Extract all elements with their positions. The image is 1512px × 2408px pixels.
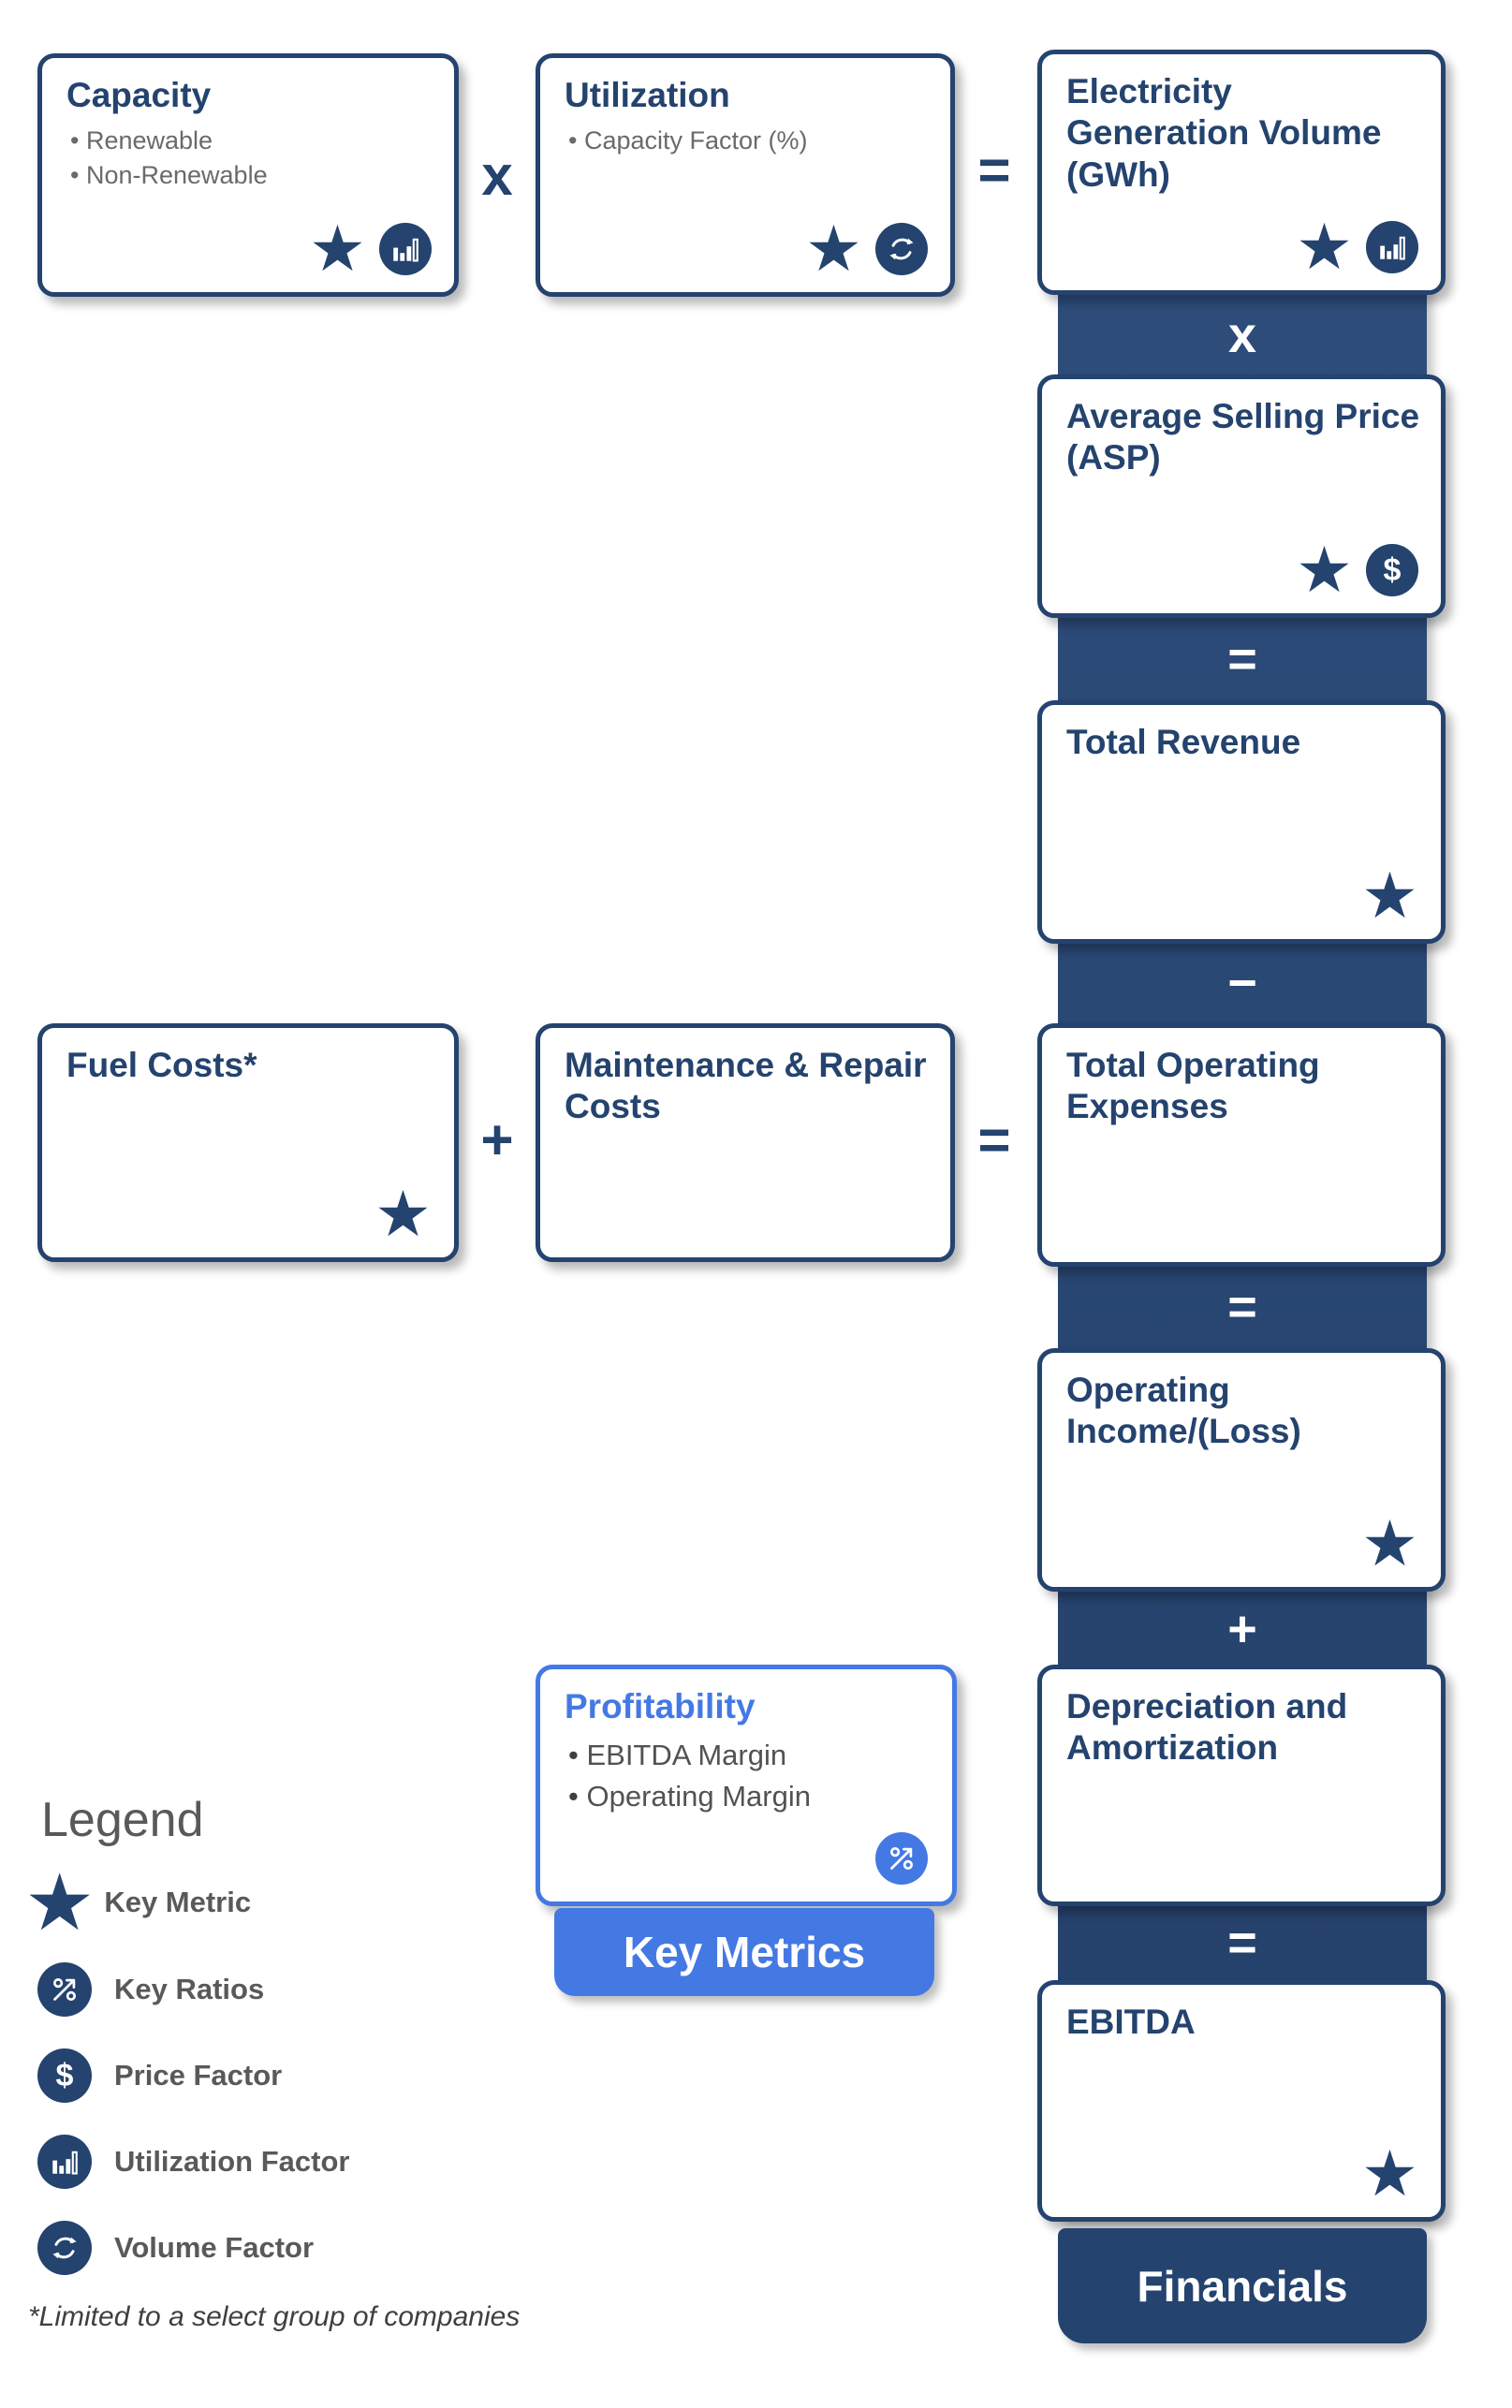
operator-equals: = — [1227, 1915, 1257, 1971]
bullet-item: Capacity Factor (%) — [568, 124, 932, 157]
cycle-icon — [37, 2221, 92, 2275]
key-metric-star-icon: ★ — [805, 213, 862, 285]
key-metric-star-icon: ★ — [374, 1179, 432, 1250]
box-average-selling-price: Average Selling Price (ASP) ★ $ — [1037, 374, 1446, 618]
legend-title: Legend — [41, 1793, 204, 1847]
key-metric-star-icon: ★ — [1361, 2138, 1418, 2210]
box-total-operating-expenses: Total Operating Expenses — [1037, 1023, 1446, 1267]
legend-item-price-factor: $ Price Factor — [37, 2048, 282, 2103]
bullet-item: Operating Margin — [568, 1776, 933, 1816]
legend-item-label: Price Factor — [114, 2059, 283, 2092]
box-title: Profitability — [565, 1687, 756, 1725]
bullet-list: Renewable Non-Renewable — [42, 124, 454, 192]
operator-equals: = — [1227, 631, 1257, 687]
key-metric-star-icon: ★ — [1361, 860, 1418, 932]
cycle-icon — [875, 223, 928, 275]
operator-multiply: x — [1227, 307, 1257, 363]
box-title: Total Operating Expenses — [1066, 1046, 1320, 1126]
legend-item-label: Key Ratios — [114, 1973, 265, 2005]
box-profitability: Profitability EBITDA Margin Operating Ma… — [536, 1665, 957, 1906]
operator-minus: − — [1227, 955, 1257, 1011]
dollar-icon: $ — [1366, 544, 1418, 596]
legend-item-key-ratios: Key Ratios — [37, 1962, 264, 2017]
bar-chart-icon — [37, 2135, 92, 2189]
box-title: EBITDA — [1066, 2003, 1196, 2041]
box-title: Depreciation and Amortization — [1066, 1687, 1348, 1768]
bullet-list: Capacity Factor (%) — [540, 124, 950, 157]
key-metric-star-icon: ★ — [24, 1858, 95, 1946]
legend-item-key-metric: ★ Key Metric — [24, 1863, 251, 1942]
box-title: Electricity Generation Volume (GWh) — [1066, 72, 1382, 194]
box-operating-income: Operating Income/(Loss) ★ — [1037, 1348, 1446, 1592]
operator-multiply: x — [481, 144, 513, 207]
box-title: Average Selling Price (ASP) — [1066, 397, 1420, 477]
box-utilization: Utilization Capacity Factor (%) ★ — [536, 53, 955, 297]
bullet-item: Non-Renewable — [70, 158, 435, 192]
box-title: Maintenance & Repair Costs — [565, 1046, 927, 1126]
operator-equals: = — [977, 139, 1011, 201]
legend-item-label: Volume Factor — [114, 2231, 315, 2264]
legend-item-label: Utilization Factor — [114, 2145, 350, 2178]
key-metric-star-icon: ★ — [309, 213, 366, 285]
bar-chart-icon — [1366, 221, 1418, 273]
legend-item-utilization-factor: Utilization Factor — [37, 2135, 349, 2189]
key-metrics-banner-label: Key Metrics — [623, 1928, 866, 1976]
legend-item-volume-factor: Volume Factor — [37, 2221, 314, 2275]
percent-trend-icon — [37, 1962, 92, 2017]
box-title: Fuel Costs* — [66, 1046, 257, 1084]
key-metric-star-icon: ★ — [1361, 1508, 1418, 1579]
key-metrics-banner: Key Metrics — [554, 1908, 934, 1996]
bullet-item: EBITDA Margin — [568, 1735, 933, 1775]
bullet-list: EBITDA Margin Operating Margin — [540, 1735, 952, 1816]
box-depreciation-amortization: Depreciation and Amortization — [1037, 1665, 1446, 1906]
box-ebitda: EBITDA ★ — [1037, 1980, 1446, 2222]
box-total-revenue: Total Revenue ★ — [1037, 700, 1446, 944]
operator-equals: = — [1227, 1279, 1257, 1335]
box-title: Operating Income/(Loss) — [1066, 1371, 1301, 1451]
box-electricity-generation-volume: Electricity Generation Volume (GWh) ★ — [1037, 50, 1446, 295]
operator-plus: + — [480, 1109, 514, 1171]
bullet-item: Renewable — [70, 124, 435, 157]
key-metric-star-icon: ★ — [1296, 535, 1353, 606]
operator-plus: + — [1227, 1601, 1257, 1657]
box-maintenance-repair-costs: Maintenance & Repair Costs — [536, 1023, 955, 1262]
box-capacity: Capacity Renewable Non-Renewable ★ — [37, 53, 459, 297]
dollar-icon: $ — [37, 2048, 92, 2103]
box-fuel-costs: Fuel Costs* ★ — [37, 1023, 459, 1262]
key-metric-star-icon: ★ — [1296, 212, 1353, 283]
footnote: *Limited to a select group of companies — [28, 2301, 521, 2332]
box-title: Utilization — [565, 76, 730, 114]
box-title: Total Revenue — [1066, 723, 1301, 761]
percent-trend-icon — [875, 1832, 928, 1885]
financials-banner-label: Financials — [1137, 2261, 1348, 2311]
box-title: Capacity — [66, 76, 212, 114]
bar-chart-icon — [379, 223, 432, 275]
financials-banner: Financials — [1058, 2228, 1427, 2343]
legend-item-label: Key Metric — [104, 1886, 252, 1918]
operator-equals: = — [977, 1109, 1011, 1171]
